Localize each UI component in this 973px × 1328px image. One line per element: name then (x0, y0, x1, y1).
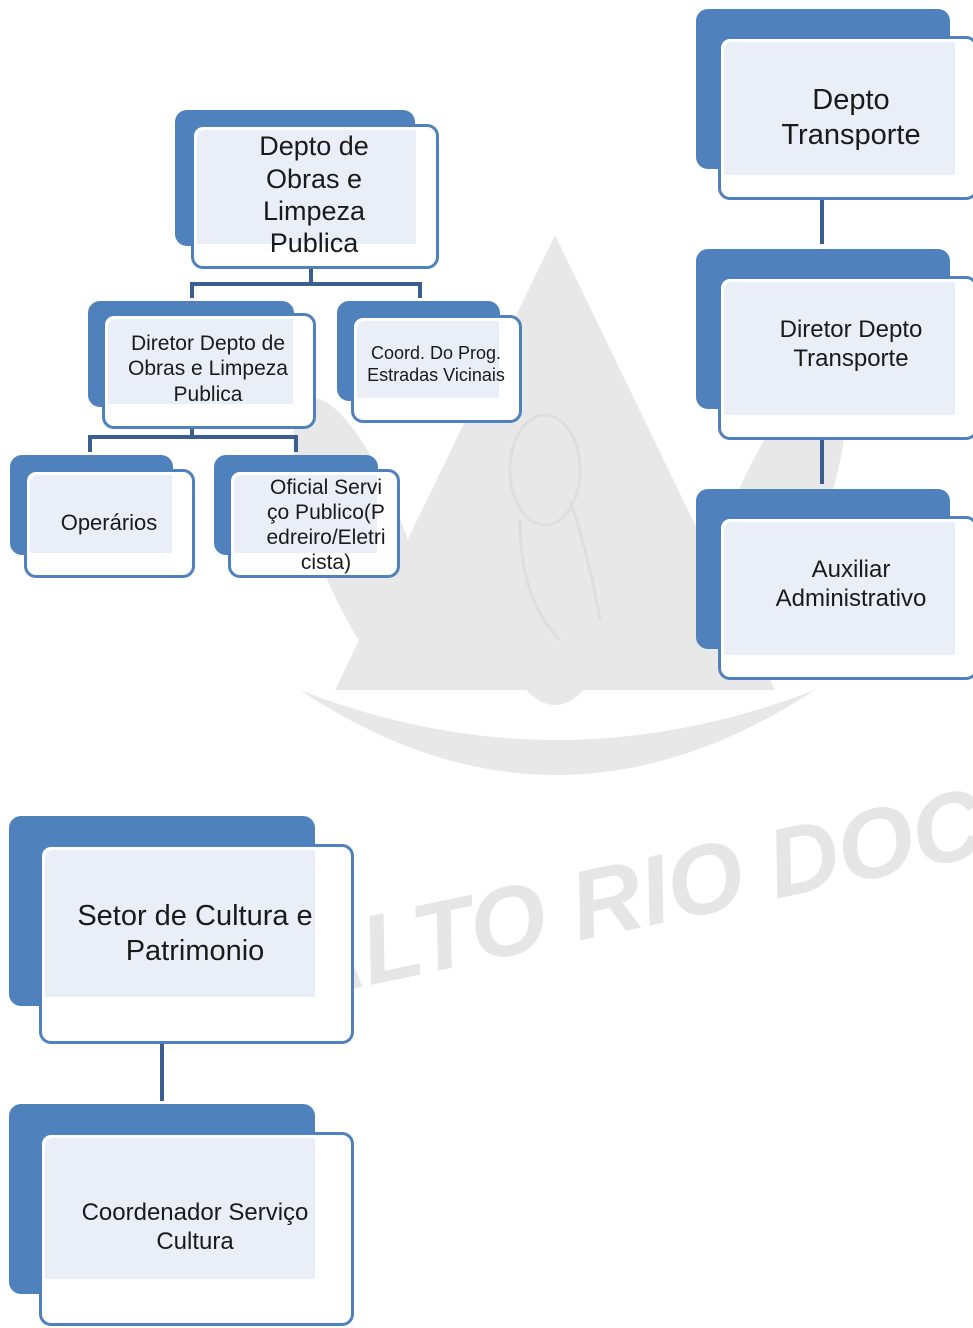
node-operarios: Operários (10, 455, 195, 578)
node-coord-estradas-label: Coord. Do Prog. Estradas Vicinais (367, 343, 505, 385)
node-depto-transporte-label: Depto Transporte (781, 84, 921, 151)
node-depto-obras-label: Depto de Obras e Limpeza Publica (259, 131, 369, 259)
node-coordenador-cultura-label: Coordenador Serviço Cultura (81, 1199, 309, 1255)
node-setor-cultura: Setor de Cultura e Patrimonio (9, 816, 354, 1044)
node-diretor-obras-label: Diretor Depto de Obras e Limpeza Publica (128, 332, 288, 406)
node-operarios-label: Operários (60, 510, 158, 536)
node-diretor-transporte: Diretor Depto Transporte (696, 249, 973, 440)
node-coord-estradas: Coord. Do Prog. Estradas Vicinais (337, 301, 522, 423)
node-setor-cultura-label: Setor de Cultura e Patrimonio (77, 900, 313, 967)
node-depto-transporte: Depto Transporte (696, 9, 973, 200)
node-oficial-servico: Oficial Serviço Publico(Pedreiro/Eletric… (214, 455, 400, 578)
node-diretor-obras: Diretor Depto de Obras e Limpeza Publica (88, 301, 316, 429)
connector-obras-root (190, 268, 422, 298)
node-oficial-servico-label: Oficial Serviço Publico(Pedreiro/Eletric… (266, 475, 386, 575)
node-auxiliar-administrativo: Auxiliar Administrativo (696, 489, 973, 680)
node-coordenador-cultura: Coordenador Serviço Cultura (9, 1104, 354, 1326)
node-depto-obras: Depto de Obras e Limpeza Publica (175, 110, 439, 269)
node-auxiliar-administrativo-label: Auxiliar Administrativo (775, 556, 927, 612)
connector-obras-director (88, 428, 298, 452)
node-diretor-transporte-label: Diretor Depto Transporte (779, 316, 923, 372)
